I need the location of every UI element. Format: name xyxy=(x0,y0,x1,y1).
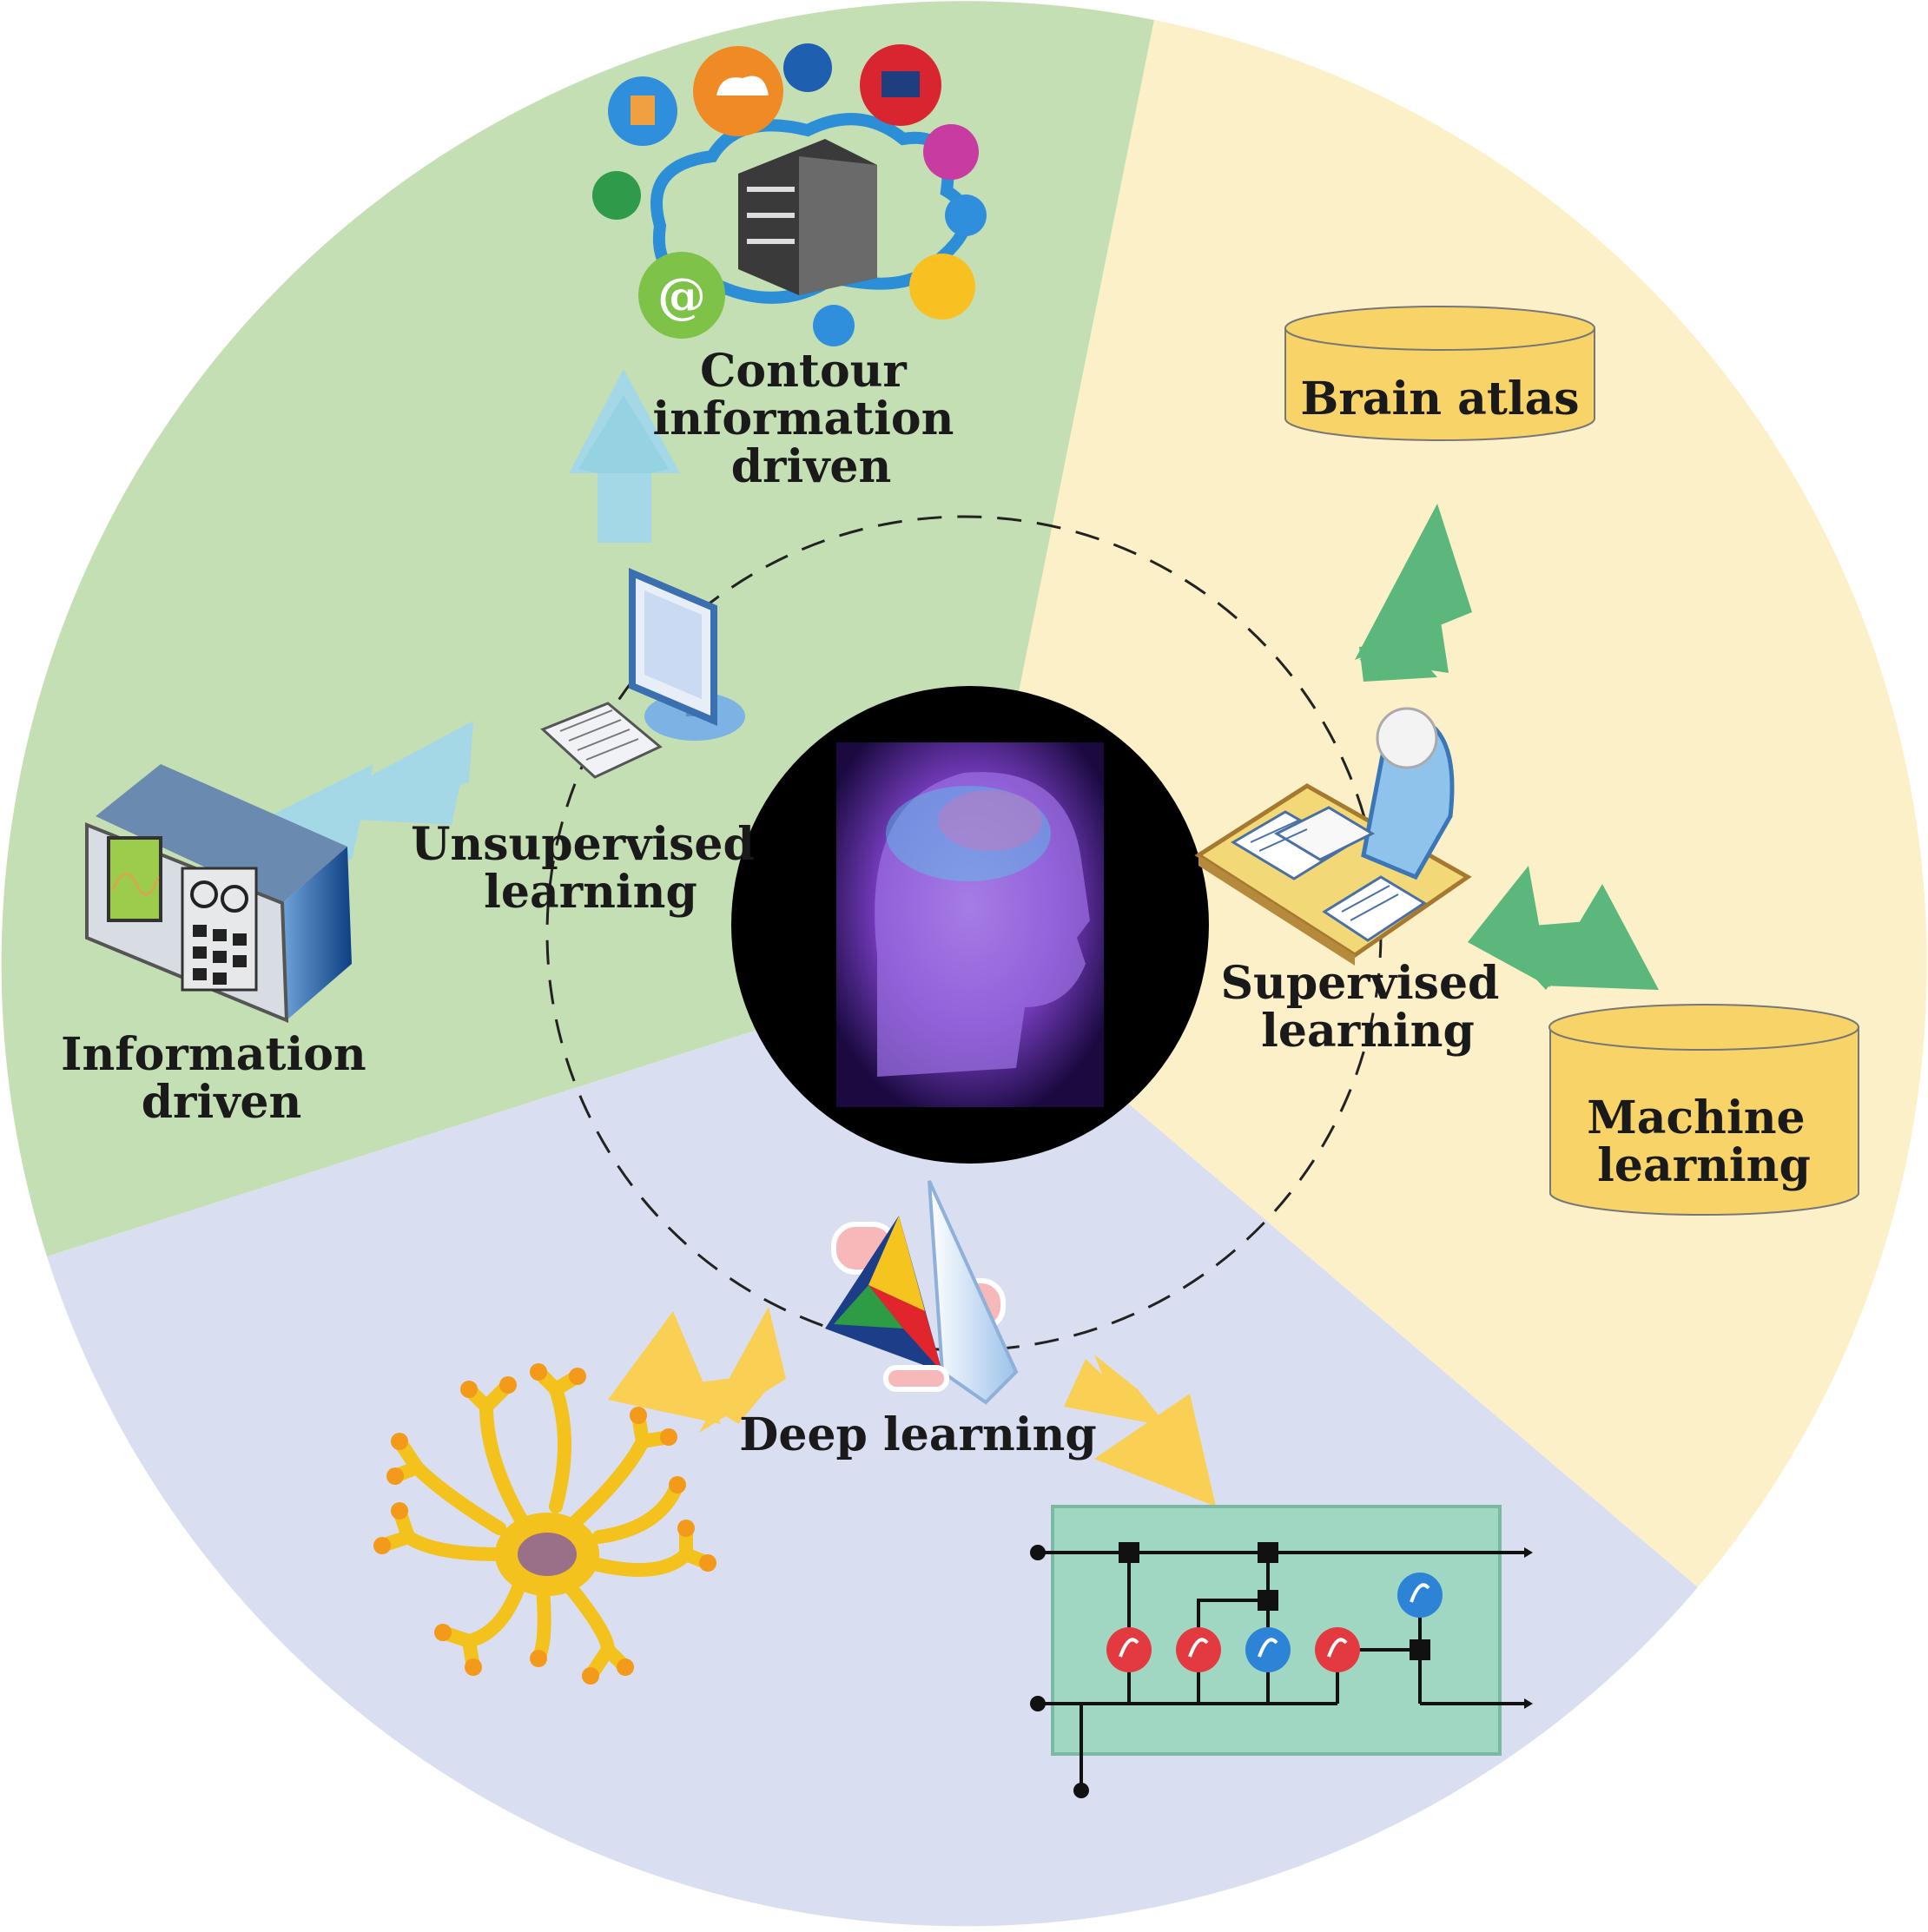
arrow-up-brain-atlas xyxy=(1355,504,1472,682)
computer-icon xyxy=(540,567,745,779)
brain-atlas-label: Brain atlas xyxy=(1300,373,1579,425)
svg-text:@: @ xyxy=(657,267,706,325)
machine-learning-database xyxy=(1548,1004,1859,1217)
person-at-desk-icon xyxy=(1194,707,1472,966)
information-driven-line-2: driven xyxy=(142,1076,302,1129)
contour-label-line-1: Contour xyxy=(700,345,907,398)
neuron-terminals xyxy=(373,1363,716,1685)
oscilloscope-icon xyxy=(85,764,352,1024)
unsupervised-label: Unsupervised learning xyxy=(411,818,770,919)
contour-label-line-2: information xyxy=(652,392,954,445)
unsupervised-label-line-1: Unsupervised xyxy=(411,818,755,871)
brain-atlas-database xyxy=(1284,306,1595,441)
arrow-to-lstm xyxy=(1064,1355,1216,1507)
contour-label: Contour information driven xyxy=(652,345,969,493)
supervised-label-line-2: learning xyxy=(1261,1005,1475,1058)
cloud-server-icon: @ xyxy=(592,43,987,346)
machine-learning-line-2: learning xyxy=(1597,1139,1811,1192)
center-head-image xyxy=(731,686,1209,1164)
lstm-cell-icon xyxy=(1030,1505,1533,1798)
supervised-label: Supervised learning xyxy=(1221,957,1515,1058)
machine-learning-label: Machine learning xyxy=(1587,1091,1820,1192)
contour-label-line-3: driven xyxy=(731,440,892,493)
prism-icon xyxy=(825,1180,1019,1405)
arrow-to-neuron xyxy=(608,1307,786,1433)
information-driven-label: Information driven xyxy=(61,1028,382,1129)
machine-learning-line-1: Machine xyxy=(1587,1091,1805,1144)
supervised-label-line-1: Supervised xyxy=(1221,957,1500,1010)
information-driven-line-1: Information xyxy=(61,1028,366,1081)
arrow-down-machine-learning xyxy=(1468,866,1659,990)
deep-learning-label: Deep learning xyxy=(739,1408,1096,1461)
neuron-nucleus xyxy=(518,1533,577,1576)
arrow-up-contour-tail xyxy=(578,395,669,473)
unsupervised-label-line-2: learning xyxy=(484,866,697,919)
